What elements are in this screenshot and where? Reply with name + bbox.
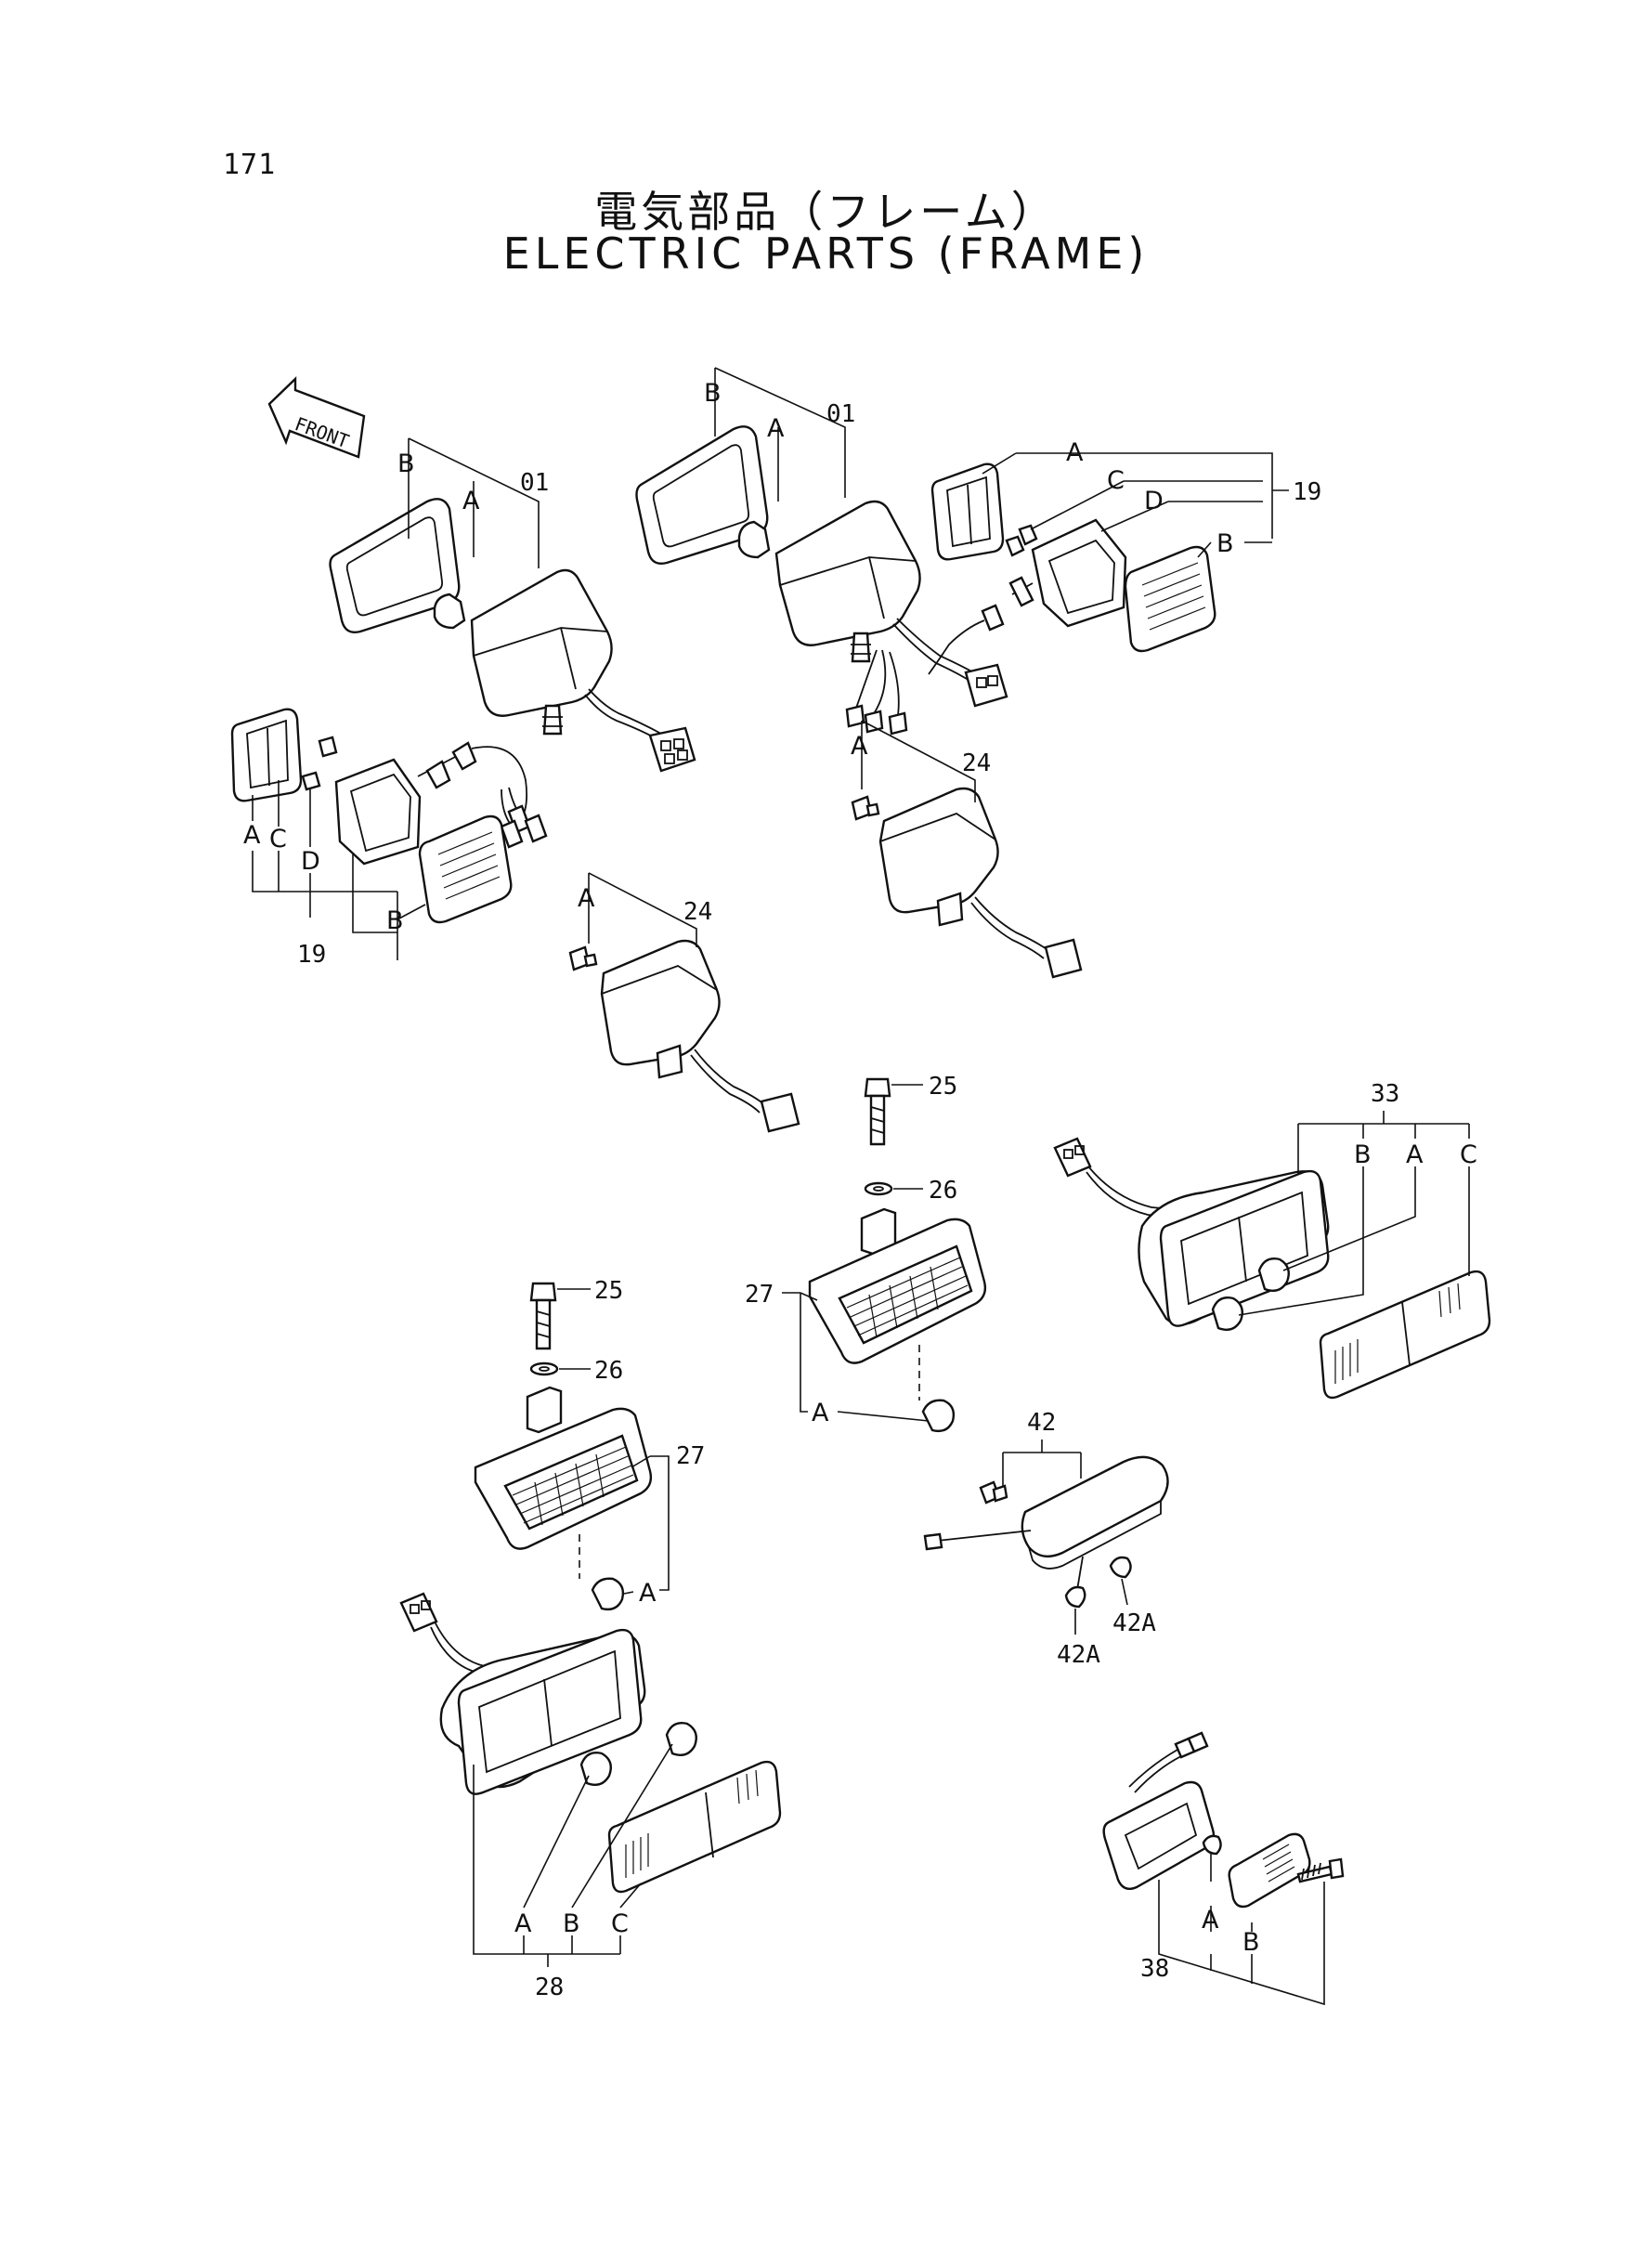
label-a: A <box>851 732 868 761</box>
leader-group-33: 33 B A C <box>1238 1080 1477 1316</box>
label-c: C <box>269 825 287 853</box>
leader-group-42: 42 42A 42A <box>1002 1409 1156 1669</box>
leader-group-27-center: 25 26 27 A <box>745 1073 957 1427</box>
label-d: D <box>1144 487 1164 515</box>
label-a: A <box>462 487 480 515</box>
label-27: 27 <box>676 1442 705 1470</box>
rear-combination-light-33 <box>1053 1137 1491 1400</box>
turn-signal-left-19 <box>230 708 548 924</box>
label-24: 24 <box>962 749 991 777</box>
label-a: A <box>639 1579 657 1608</box>
leader-group-01-left: B A 01 <box>397 437 549 568</box>
label-b: B <box>563 1909 580 1938</box>
label-d: D <box>301 847 320 876</box>
leader-group-28: A B C 28 <box>473 1743 673 2001</box>
leader-group-24-right: A 24 <box>851 720 991 802</box>
work-light-left-27 <box>474 1282 653 1611</box>
license-light-38 <box>1102 1731 1345 1909</box>
label-26: 26 <box>929 1177 957 1205</box>
label-25: 25 <box>929 1073 957 1101</box>
label-01: 01 <box>826 400 855 428</box>
label-01: 01 <box>520 469 549 497</box>
leader-group-19-left: A C D B 19 <box>243 780 426 969</box>
label-b: B <box>1354 1140 1372 1169</box>
leader-group-19-right: A C D B 19 <box>982 438 1321 558</box>
title-english: ELECTRIC PARTS (FRAME) <box>502 228 1150 279</box>
label-42a-lower: 42A <box>1057 1641 1100 1669</box>
label-b: B <box>1216 529 1234 558</box>
label-24: 24 <box>683 898 712 926</box>
front-arrow-icon: FRONT <box>267 376 366 459</box>
work-light-center-27 <box>808 1077 987 1433</box>
work-light-right-24 <box>851 787 1083 979</box>
label-28: 28 <box>535 1974 564 2001</box>
page-number: 171 <box>223 149 277 181</box>
label-42a-upper: 42A <box>1112 1609 1156 1637</box>
label-26: 26 <box>594 1357 623 1385</box>
interior-light-42 <box>923 1455 1169 1609</box>
label-a: A <box>767 414 785 443</box>
label-b: B <box>704 379 722 408</box>
leader-group-24-left: A 24 <box>578 872 712 947</box>
label-c: C <box>1460 1140 1477 1169</box>
turn-signal-right-19 <box>928 463 1216 675</box>
label-25: 25 <box>594 1277 623 1305</box>
label-a: A <box>1202 1906 1219 1935</box>
label-a: A <box>514 1909 532 1938</box>
work-light-left-01 <box>329 498 696 773</box>
leader-group-01-right: B A 01 <box>704 367 855 502</box>
leader-group-38: 38 A B <box>1140 1854 1325 2006</box>
leader-group-27-left: 25 26 27 A <box>557 1277 705 1608</box>
title-japanese: 電気部品（フレーム） <box>594 187 1058 237</box>
label-a: A <box>812 1399 829 1427</box>
label-33: 33 <box>1371 1080 1399 1108</box>
label-b: B <box>397 449 415 478</box>
label-a: A <box>1066 438 1084 467</box>
label-b: B <box>1242 1928 1260 1957</box>
work-light-right-01 <box>635 425 1008 736</box>
label-a: A <box>578 884 595 913</box>
label-42: 42 <box>1027 1409 1056 1437</box>
label-c: C <box>1107 466 1125 495</box>
label-38: 38 <box>1140 1955 1169 1983</box>
label-b: B <box>386 906 404 935</box>
label-19: 19 <box>297 941 326 969</box>
work-light-left-24 <box>568 939 800 1133</box>
label-19: 19 <box>1293 478 1321 506</box>
rear-combination-light-28 <box>399 1592 782 1894</box>
label-a: A <box>1406 1140 1424 1169</box>
label-c: C <box>611 1909 629 1938</box>
label-a: A <box>243 821 261 850</box>
label-27: 27 <box>745 1281 774 1309</box>
